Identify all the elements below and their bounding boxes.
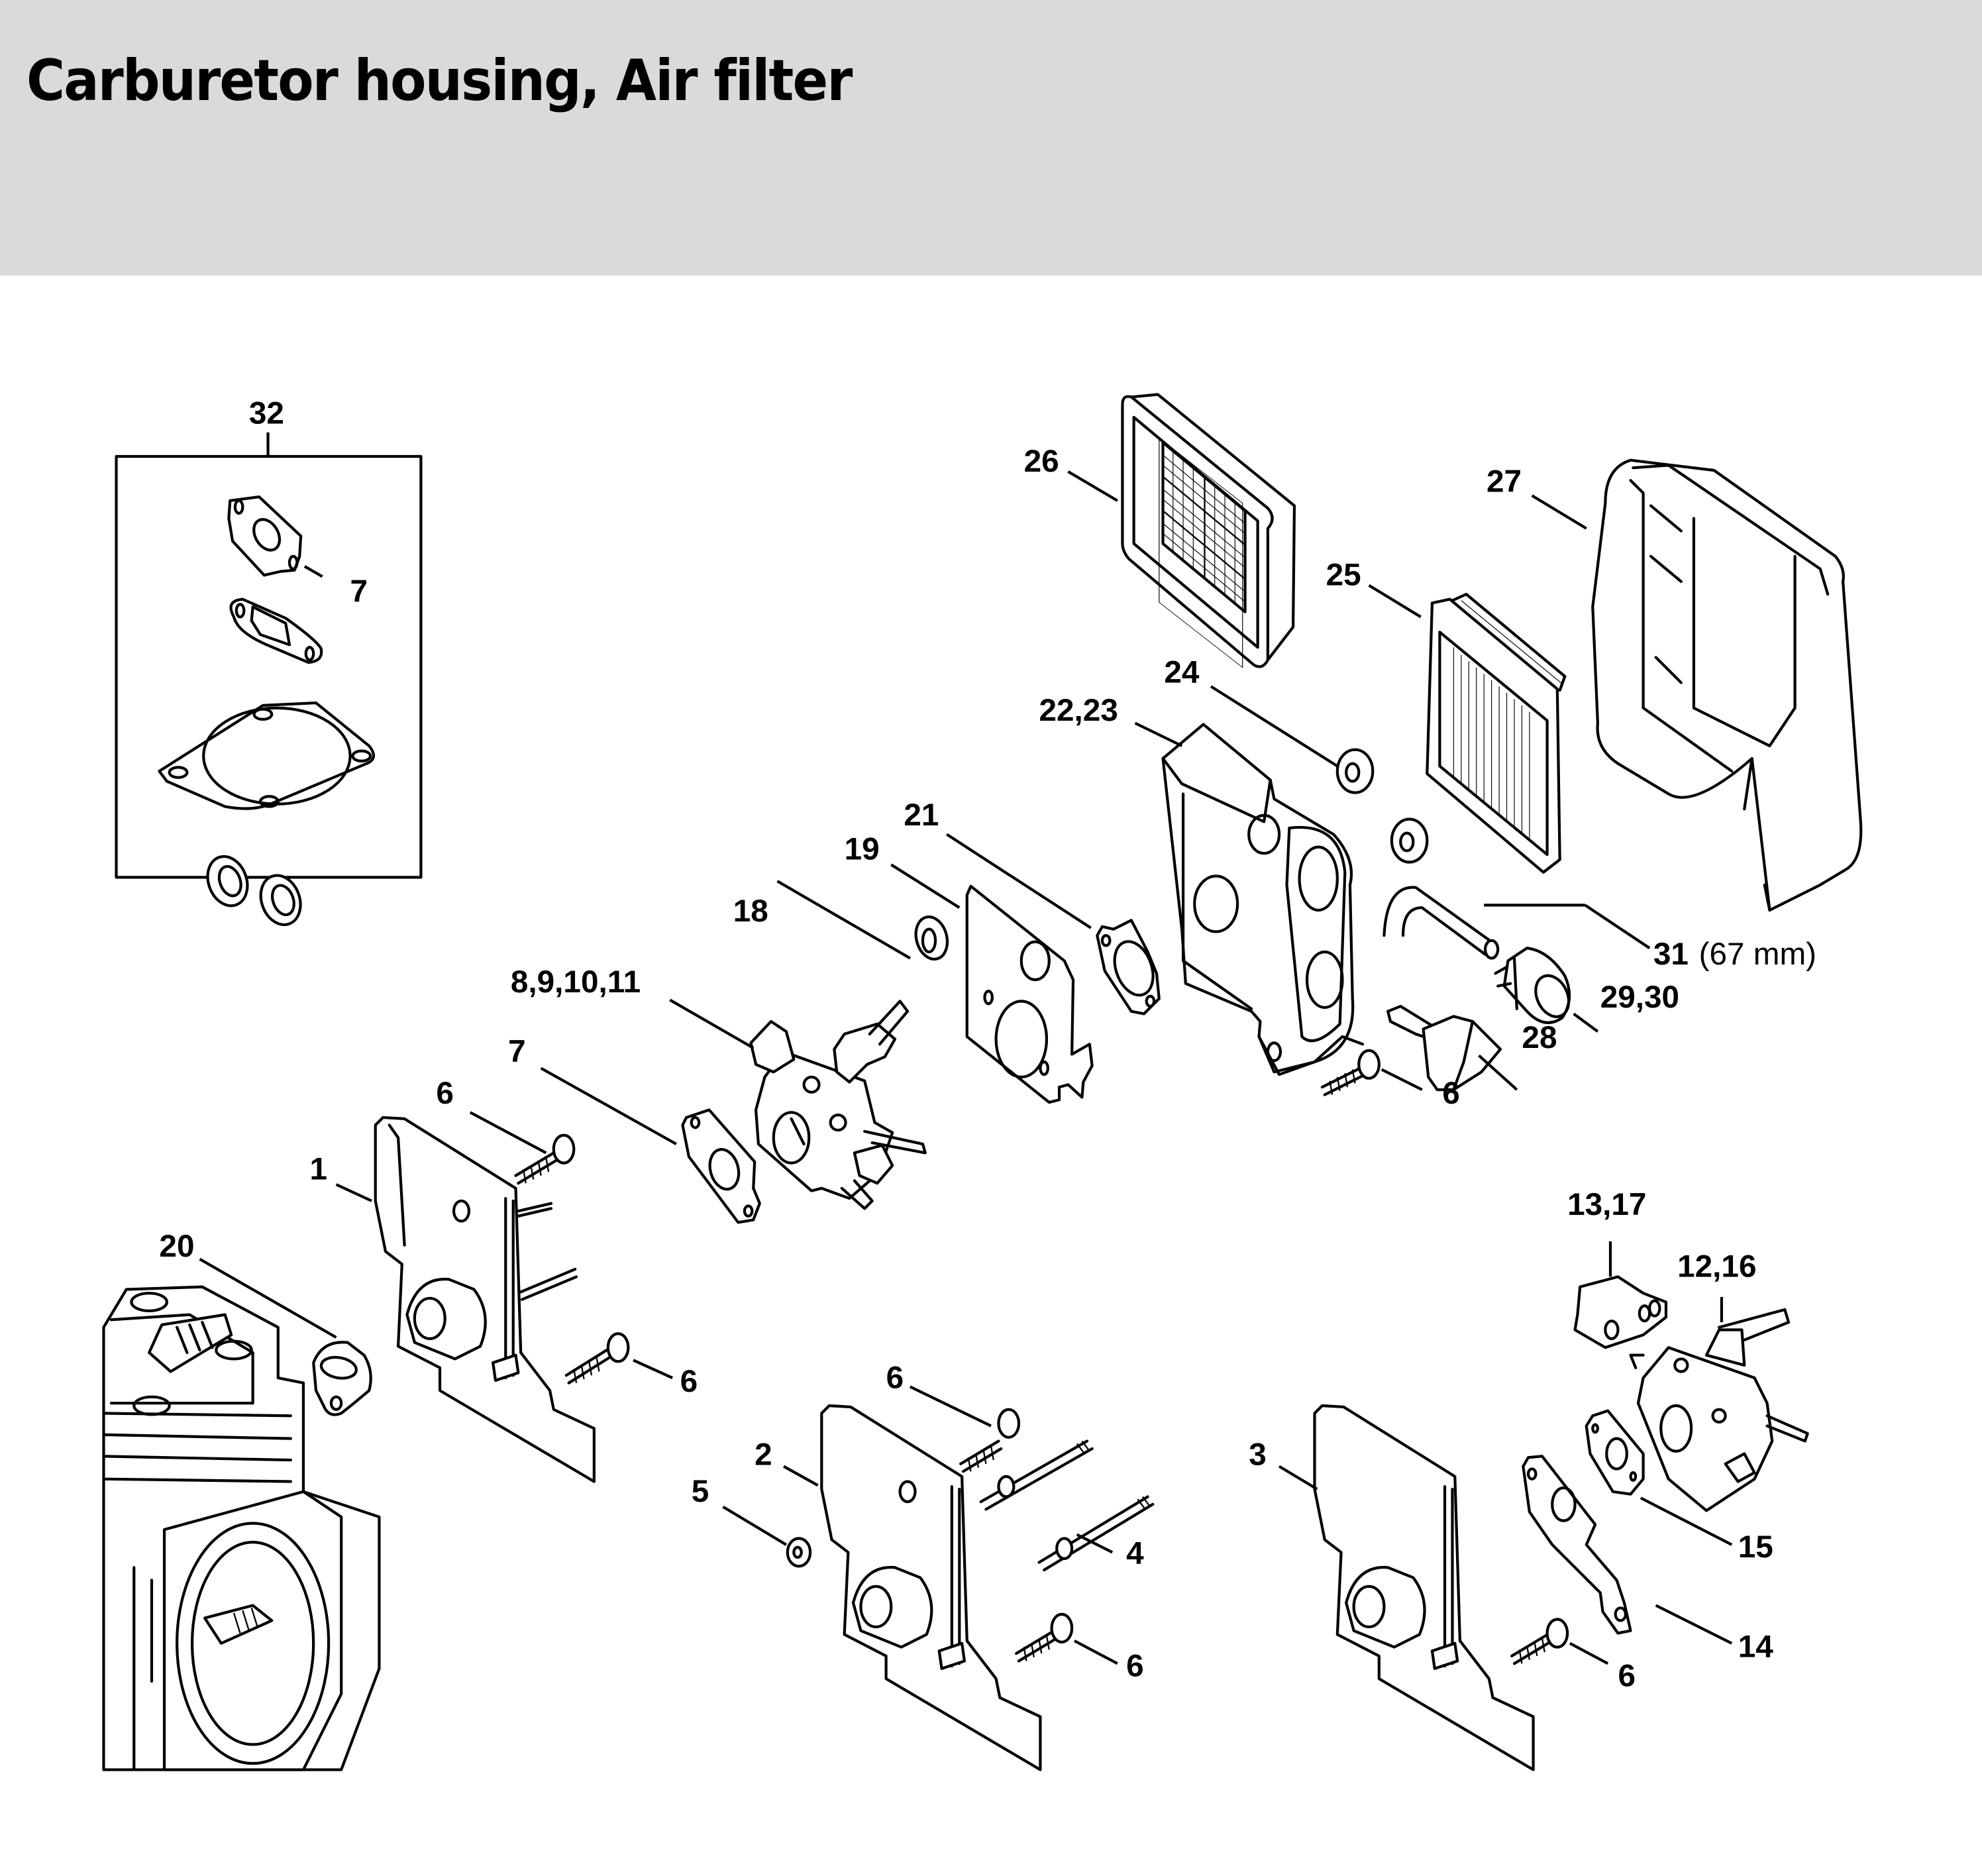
callout-label: 6 xyxy=(1442,1076,1460,1111)
engine-cylinder-crankcase xyxy=(102,1285,381,1771)
carburetor-right-part[interactable] xyxy=(1629,1308,1809,1512)
callout-label: 26 xyxy=(1024,444,1059,479)
filter-base-part[interactable] xyxy=(1161,723,1365,1076)
callout-label: 1 xyxy=(310,1151,328,1186)
callout-label: 6 xyxy=(1618,1659,1636,1694)
callout-label: 14 xyxy=(1738,1630,1774,1665)
purge-pump-part[interactable] xyxy=(1494,947,1575,1024)
callout-labels: 32 7 26 27 25 24 22,23 21 19 18 8,9,10,1… xyxy=(159,395,1816,1693)
callout-label: 7 xyxy=(508,1034,526,1069)
air-filter-part[interactable] xyxy=(1426,592,1567,874)
callout-label: 29,30 xyxy=(1600,980,1679,1015)
intake-manifold-part[interactable] xyxy=(1573,1275,1668,1349)
callout-note: (67 mm) xyxy=(1699,937,1817,972)
carburetor-housing-3-part[interactable] xyxy=(1313,1404,1535,1771)
callout-label: 18 xyxy=(733,894,768,929)
choke-shutter-part[interactable] xyxy=(1386,1004,1502,1092)
callout-label: 13,17 xyxy=(1567,1187,1646,1222)
carburetor-housing-2-part[interactable] xyxy=(820,1404,1042,1771)
gasket-21-part[interactable] xyxy=(1096,919,1161,1016)
sleeve-part[interactable] xyxy=(912,913,952,963)
prefilter-part[interactable] xyxy=(1121,393,1296,668)
callout-label: 15 xyxy=(1738,1530,1773,1565)
screw-part[interactable] xyxy=(1320,1049,1381,1096)
screw-part[interactable] xyxy=(1015,1612,1074,1663)
stud-bolt-4-part[interactable] xyxy=(979,1439,1155,1572)
callout-label: 3 xyxy=(1249,1437,1267,1473)
fuel-hose-part[interactable] xyxy=(1382,886,1500,960)
callout-label: 32 xyxy=(249,395,284,431)
screw-part[interactable] xyxy=(564,1332,630,1384)
callout-label: 5 xyxy=(692,1474,709,1509)
gasket-15-part[interactable] xyxy=(1585,1409,1645,1496)
callout-label: 19 xyxy=(845,832,880,867)
callout-label: 6 xyxy=(1126,1648,1144,1683)
carburetor-gasket-part[interactable] xyxy=(227,495,303,577)
oil-seals-part[interactable] xyxy=(201,851,307,930)
callout-label: 31 xyxy=(1653,937,1689,972)
callout-label: 6 xyxy=(886,1360,904,1395)
callout-label: 7 xyxy=(350,574,368,609)
page-header: Carburetor housing, Air filter xyxy=(0,0,1982,276)
callout-label: 28 xyxy=(1522,1020,1557,1055)
callout-label: 6 xyxy=(680,1364,698,1399)
page-title: Carburetor housing, Air filter xyxy=(26,48,853,114)
insulating-plate-part[interactable] xyxy=(965,884,1094,1104)
gasket-7-part[interactable] xyxy=(681,1108,761,1224)
callout-label: 12,16 xyxy=(1677,1249,1756,1284)
cylinder-gasket-part[interactable] xyxy=(158,701,375,810)
callout-label: 24 xyxy=(1164,655,1200,690)
screw-part[interactable] xyxy=(1510,1618,1569,1665)
callout-label: 27 xyxy=(1486,464,1522,499)
gasket-14-part[interactable] xyxy=(1522,1455,1632,1635)
callout-label: 20 xyxy=(159,1229,194,1264)
filter-cover-part[interactable] xyxy=(1591,458,1863,912)
flange-20-part[interactable] xyxy=(312,1341,372,1416)
callout-label: 21 xyxy=(904,798,939,833)
gasket-kit-box xyxy=(115,432,423,930)
carburetor-housing-1-part[interactable] xyxy=(374,1116,596,1483)
screw-part[interactable] xyxy=(959,1408,1021,1473)
collar-nut-part[interactable] xyxy=(1335,748,1429,864)
carburetor-part[interactable] xyxy=(749,1000,927,1210)
callout-label: 25 xyxy=(1326,558,1361,593)
callout-label: 6 xyxy=(436,1076,454,1111)
callout-label: 2 xyxy=(755,1437,772,1473)
callout-label: 8,9,10,11 xyxy=(511,964,641,1000)
callout-label: 22,23 xyxy=(1039,693,1118,728)
callout-label: 4 xyxy=(1126,1536,1144,1571)
screw-part[interactable] xyxy=(514,1133,576,1185)
exhaust-gasket-part[interactable] xyxy=(229,598,323,664)
washer-5-part[interactable] xyxy=(786,1537,812,1568)
